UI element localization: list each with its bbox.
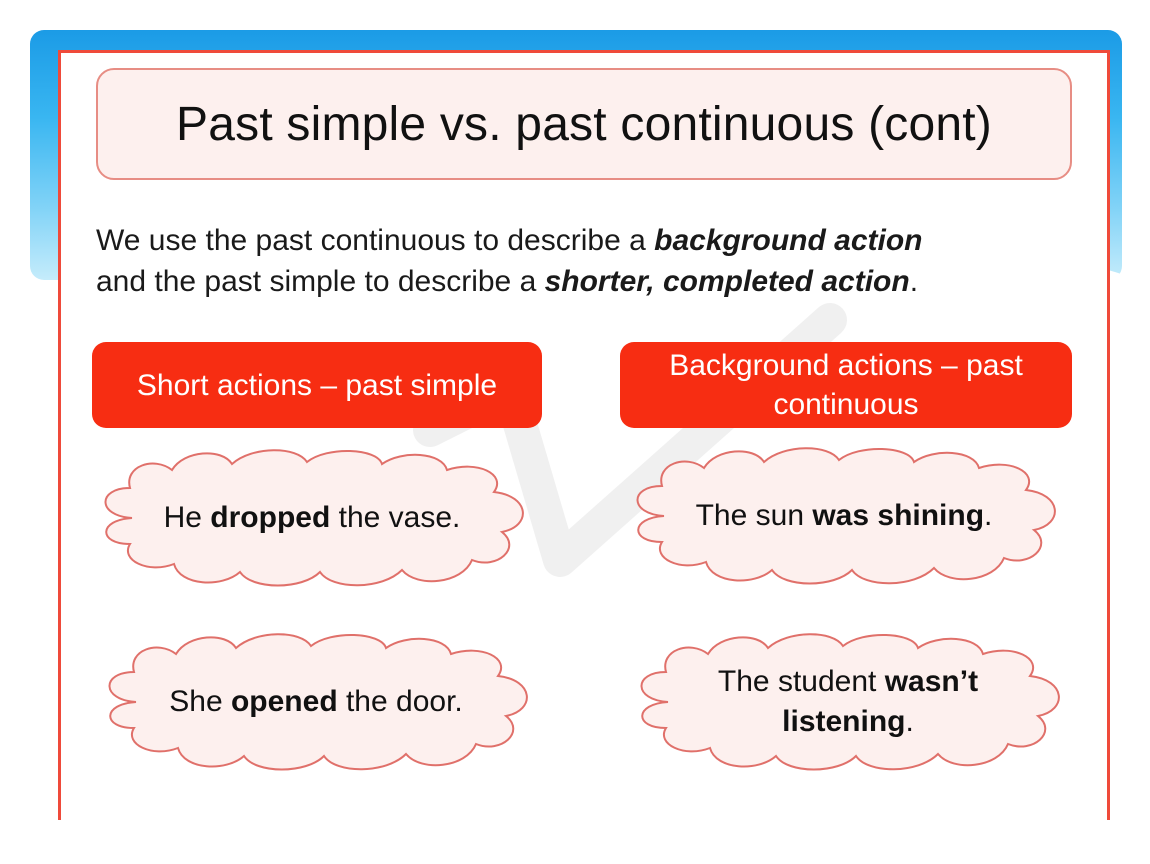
example-verb: wasn’t listening (782, 665, 979, 738)
intro-line1-text: We use the past continuous to describe a (96, 224, 655, 257)
example-verb: opened (230, 685, 338, 718)
intro-line2-suffix: . (909, 265, 919, 298)
example-verb: dropped (210, 501, 331, 534)
example-pre: The student (717, 665, 885, 698)
example-verb: was shining (812, 499, 985, 532)
example-pre: He (163, 501, 211, 534)
left-column-header: Short actions – past simple (92, 342, 542, 428)
title-box: Past simple vs. past continuous (cont) (96, 68, 1072, 180)
example-cloud-right-1: The sun was shining. (624, 446, 1064, 586)
example-pre: The sun (695, 499, 813, 532)
example-post: the door. (337, 685, 463, 718)
example-cloud-left-2: She opened the door. (96, 632, 536, 772)
page-title: Past simple vs. past continuous (cont) (176, 97, 992, 151)
right-column-header: Background actions – past continuous (620, 342, 1072, 428)
example-cloud-right-2: The student wasn’t listening. (628, 632, 1068, 772)
example-post: . (905, 705, 914, 738)
example-post: . (984, 499, 993, 532)
example-pre: She (169, 685, 231, 718)
example-cloud-left-1: He dropped the vase. (92, 448, 532, 588)
intro-text: We use the past continuous to describe a… (96, 220, 1086, 302)
example-post: the vase. (330, 501, 461, 534)
intro-line1-bold: background action (654, 224, 923, 257)
intro-line2-text: and the past simple to describe a (96, 265, 545, 298)
intro-line2-bold: shorter, completed action (544, 265, 910, 298)
